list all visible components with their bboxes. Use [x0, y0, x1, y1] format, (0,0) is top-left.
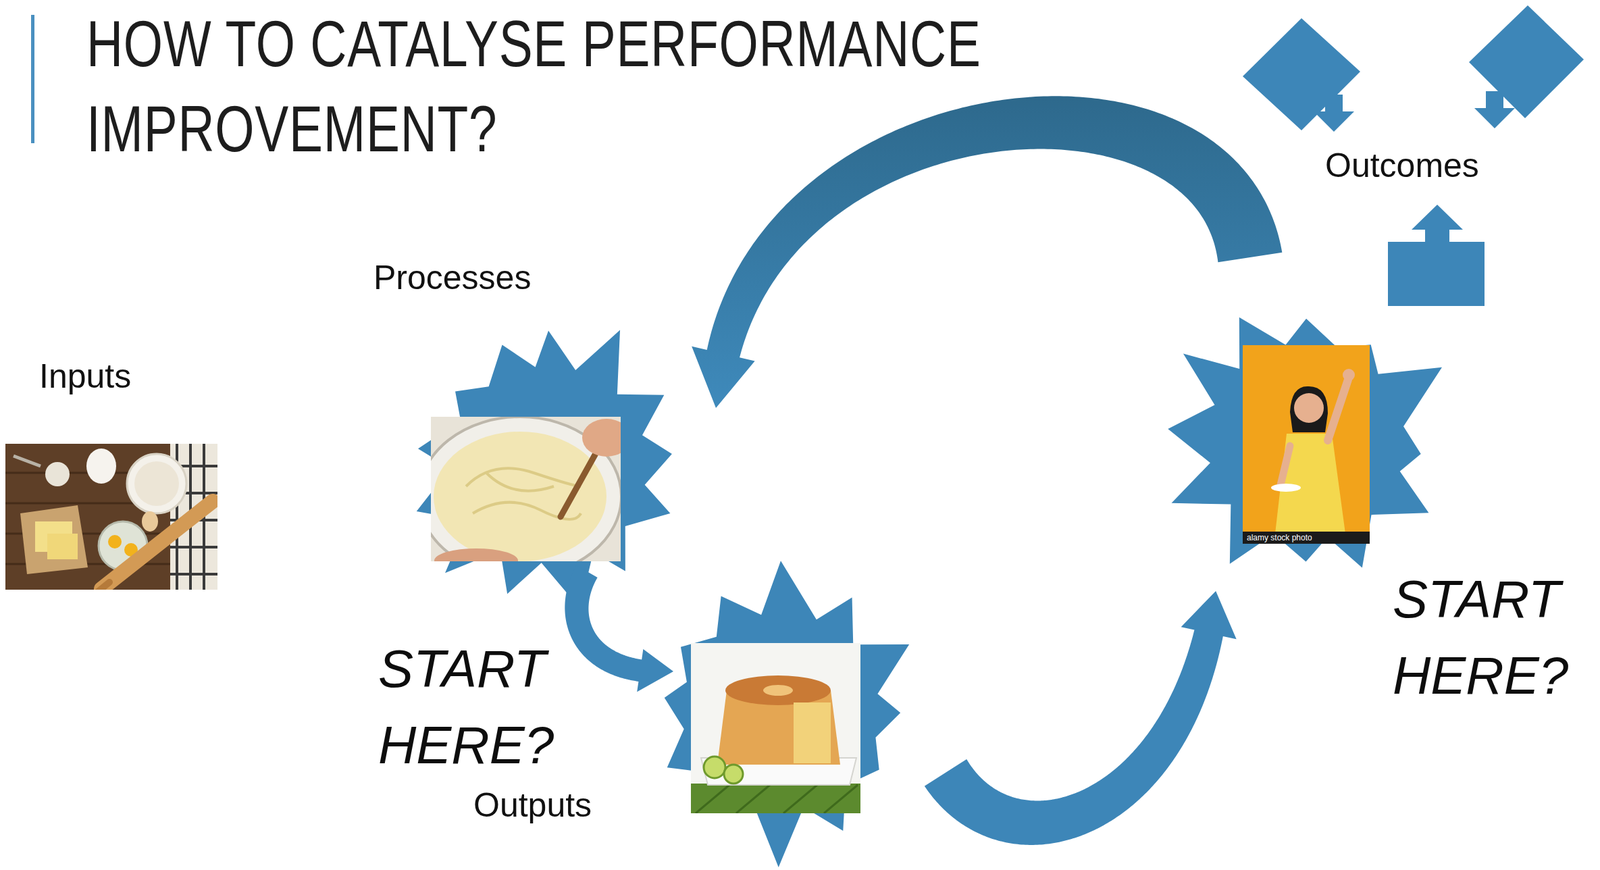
flow-arrow: [691, 95, 1282, 408]
burst-star: [416, 330, 673, 609]
accent-bar: [31, 14, 35, 144]
slide-title: HOW TO CATALYSE PERFORMANCE IMPROVEMENT?: [86, 1, 1088, 172]
burst-stars: [416, 317, 1442, 868]
stage-node: Outputs: [673, 628, 946, 831]
diamond-arrows: [1242, 5, 1584, 132]
up-block-arrow: [1387, 204, 1485, 306]
callout-question: START HERE?: [378, 630, 581, 784]
stage-node: Inputs: [5, 443, 218, 590]
stage-label: Outcomes: [1325, 146, 1480, 186]
flow-arrow: [924, 590, 1237, 845]
watermark-text: alamy stock photo: [1246, 532, 1313, 543]
callout-question: START HERE?: [1392, 561, 1596, 714]
stage-label: Outputs: [473, 786, 592, 826]
flow-arrow: [564, 565, 674, 692]
ingredients-photo: [5, 443, 218, 590]
mixing-photo: [430, 416, 621, 562]
cake-photo: [690, 642, 861, 814]
stage-node: Processes: [418, 378, 716, 572]
burst-star: [1167, 317, 1442, 569]
burst-star: [664, 560, 910, 868]
stage-label: Processes: [373, 258, 531, 298]
happy-girl-photo: [1242, 345, 1370, 544]
stage-label: Inputs: [39, 357, 132, 397]
